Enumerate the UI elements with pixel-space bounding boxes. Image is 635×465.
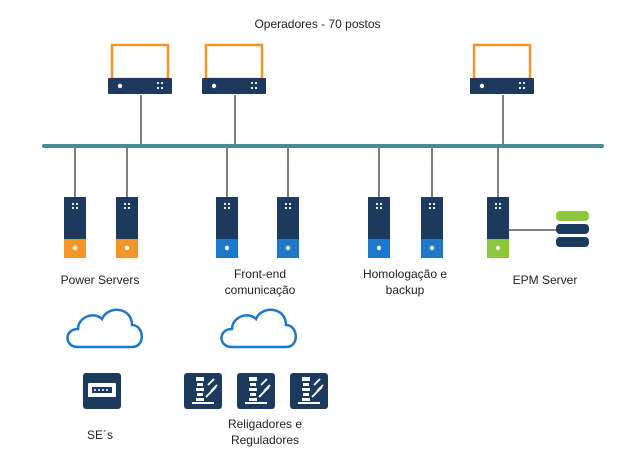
- workstation-links: [140, 95, 504, 146]
- database-icon: [556, 211, 589, 247]
- cloud-icon: [66, 308, 144, 349]
- server-links: [74, 148, 556, 231]
- homologacao-label-line2: backup: [385, 283, 425, 297]
- server-icon: [277, 197, 299, 258]
- recloser-icon: [289, 372, 329, 410]
- cloud-icon: [220, 308, 298, 349]
- server-icon: [487, 197, 509, 258]
- power-servers-label: Power Servers: [60, 273, 140, 287]
- recloser-icon: [236, 372, 276, 410]
- recloser-icon: [183, 372, 223, 410]
- ses-label: SE´s: [86, 428, 113, 442]
- server-icon: [421, 197, 443, 258]
- server-icon: [116, 197, 138, 258]
- server-icon: [64, 197, 86, 258]
- server-icon: [216, 197, 238, 258]
- religadores-label-line2: Reguladores: [230, 433, 300, 447]
- epm-server-label: EPM Server: [512, 273, 578, 287]
- front-end-label: Front-end: [233, 267, 287, 281]
- workstation-icon: [106, 43, 174, 96]
- substation-device-icon: [83, 373, 121, 409]
- homologacao-label: Homologação e: [362, 267, 448, 281]
- workstation-icon: [200, 43, 268, 96]
- front-end-label-line2: comunicação: [224, 283, 296, 297]
- religadores-label: Religadores e: [227, 417, 303, 431]
- server-icon: [368, 197, 390, 258]
- diagram-title: Operadores - 70 postos: [254, 17, 381, 31]
- workstation-icon: [468, 43, 536, 96]
